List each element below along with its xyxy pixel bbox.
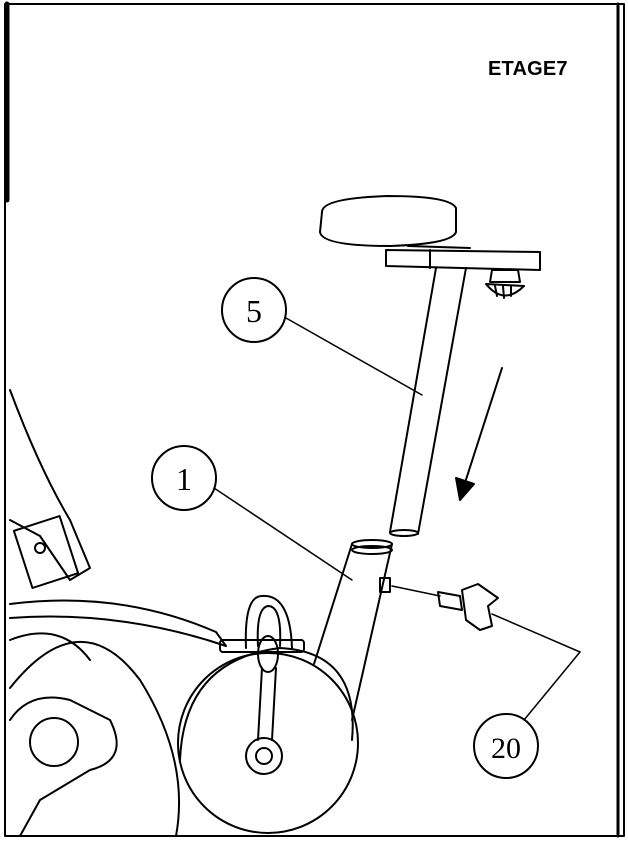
callout-label-5: 5	[246, 293, 262, 329]
seat-cushion	[319, 195, 457, 247]
page-border	[4, 3, 625, 837]
seat-slider	[385, 249, 541, 271]
step-title: ETAGE7	[488, 58, 568, 80]
down-arrow-line	[461, 367, 503, 493]
seat-knob	[489, 269, 521, 283]
belt-cover	[9, 599, 227, 647]
leader-5	[285, 317, 423, 396]
knob-20-shape	[461, 583, 499, 631]
leader-1	[213, 487, 353, 581]
callout-circle-20	[473, 713, 539, 779]
callout-circle-1	[151, 445, 217, 511]
down-arrow-head	[455, 477, 475, 501]
pedal-strap	[244, 594, 293, 649]
bolt	[437, 591, 463, 611]
frame-tube	[313, 543, 353, 665]
left-upright	[9, 389, 91, 581]
bolt-line	[391, 585, 441, 597]
crank-wheel	[177, 652, 359, 834]
callout-label-1: 1	[176, 461, 192, 497]
leader-20	[523, 651, 581, 721]
seat-post	[389, 267, 437, 533]
callout-label-20: 20	[491, 732, 521, 765]
callout-circle-5	[221, 277, 287, 343]
